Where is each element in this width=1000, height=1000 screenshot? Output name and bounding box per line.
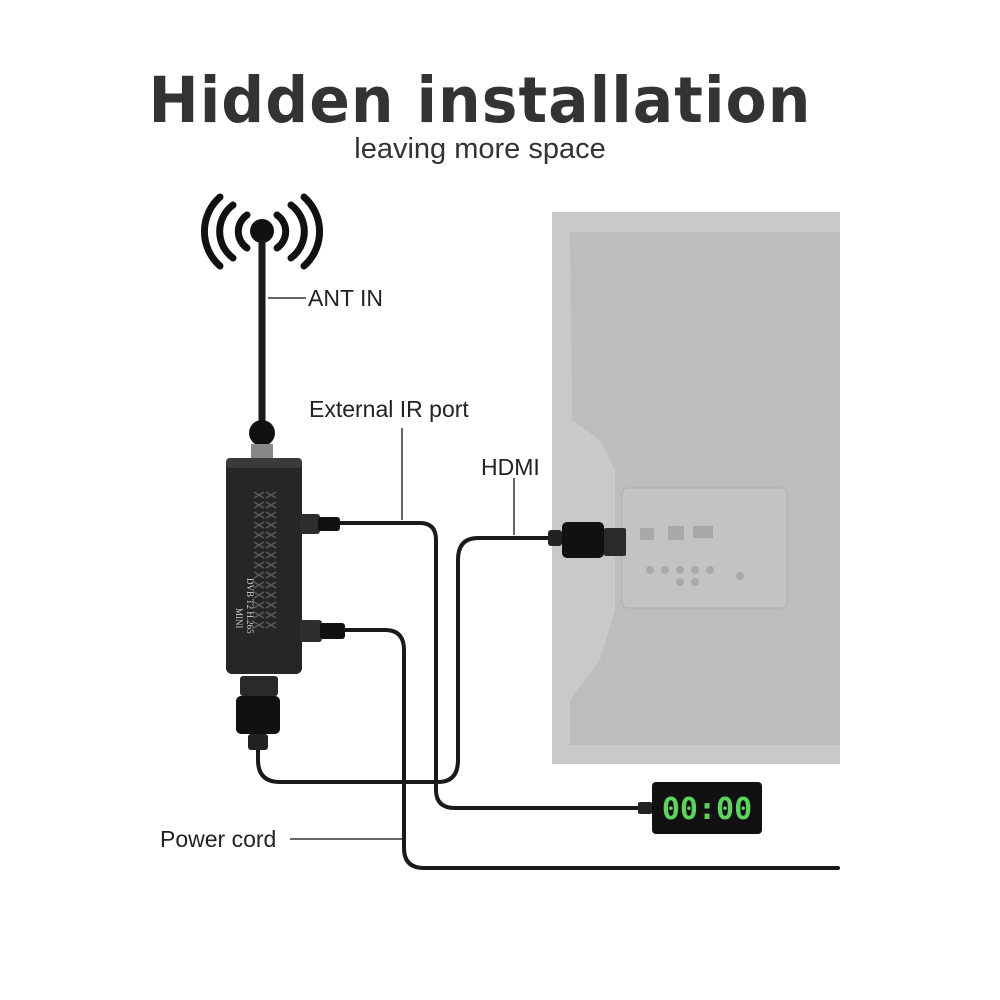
receiver-body bbox=[226, 458, 302, 674]
power-cable bbox=[343, 628, 840, 870]
signal-waves-icon bbox=[200, 193, 324, 270]
tv-back bbox=[552, 212, 840, 764]
receiver-vents bbox=[253, 491, 277, 629]
antenna-connector bbox=[251, 444, 273, 460]
label-ant-in: ANT IN bbox=[308, 285, 383, 311]
label-hdmi: HDMI bbox=[481, 454, 540, 480]
receiver-model: DVB T2 H.265 bbox=[245, 578, 255, 634]
tv-port-panel bbox=[621, 487, 788, 609]
antenna bbox=[200, 193, 324, 460]
hdmi-cable bbox=[256, 536, 552, 784]
tv-ports bbox=[640, 526, 744, 586]
receiver-model-sub: MINI bbox=[234, 608, 244, 629]
ir-receiver-display: 00:00 bbox=[638, 782, 762, 834]
antenna-joint bbox=[249, 420, 275, 446]
ir-jack bbox=[300, 514, 320, 534]
dvb-receiver: DVB T2 H.265 MINI bbox=[226, 458, 345, 674]
clock-digits: 00:00 bbox=[662, 792, 752, 827]
leader-lines bbox=[268, 297, 515, 840]
antenna-tip bbox=[250, 219, 274, 243]
page-title: Hidden installation bbox=[148, 64, 812, 138]
label-power-cord: Power cord bbox=[160, 826, 277, 852]
hdmi-plug-tv bbox=[548, 522, 626, 558]
label-ir-port: External IR port bbox=[309, 396, 469, 422]
hdmi-plug-receiver bbox=[236, 676, 280, 750]
clock-body bbox=[652, 782, 762, 834]
page-subtitle: leaving more space bbox=[354, 133, 606, 165]
cables bbox=[256, 521, 840, 870]
ir-cable bbox=[338, 521, 642, 810]
power-jack bbox=[300, 620, 322, 642]
